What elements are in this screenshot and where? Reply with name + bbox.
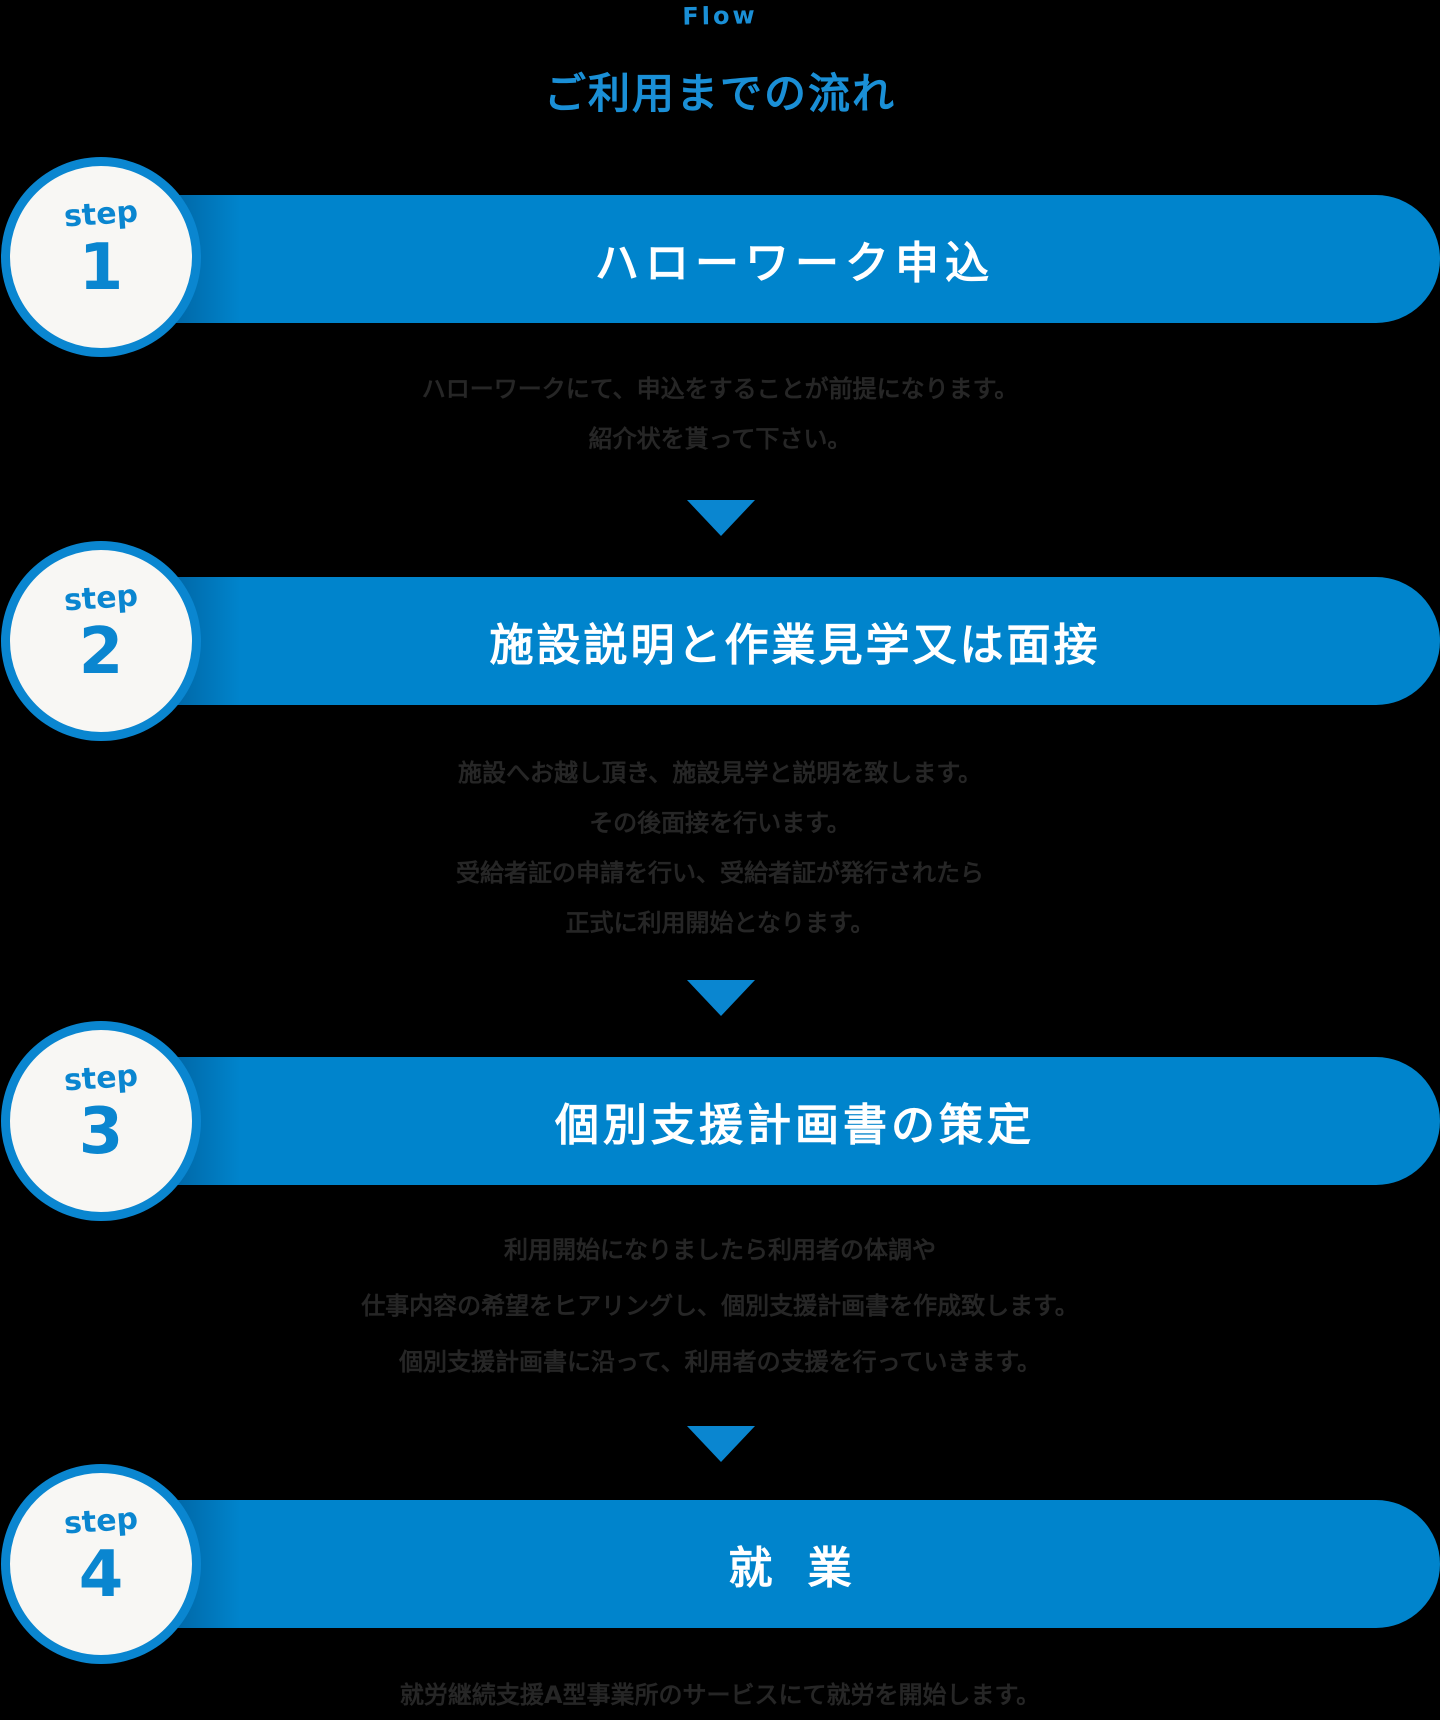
step-description: 利用開始になりましたら利用者の体調や 仕事内容の希望をヒアリングし、個別支援計画… [0,1222,1440,1390]
step-title-bar: ハローワーク申込 [150,195,1440,323]
step-description: 施設へお越し頂き、施設見学と説明を致します。 その後面接を行います。 受給者証の… [0,748,1440,948]
step-badge-label: step [62,194,140,235]
description-line: その後面接を行います。 [589,809,851,837]
description-line: 紹介状を貰って下さい。 [588,425,852,453]
step-badge: step 2 [2,542,200,740]
down-triangle-icon [687,500,755,536]
step-badge: step 3 [2,1022,200,1220]
step-badge: step 1 [2,158,200,356]
step-description: 就労継続支援A型事業所のサービスにて就労を開始します。 [0,1670,1440,1720]
down-triangle-icon [687,980,755,1016]
description-line: 正式に利用開始となります。 [565,909,875,937]
description-line: 受給者証の申請を行い、受給者証が発行されたら [456,859,984,887]
step-badge-label: step [62,1058,140,1099]
description-line: 仕事内容の希望をヒアリングし、個別支援計画書を作成致します。 [361,1292,1079,1320]
step-badge-label: step [62,1501,140,1542]
description-line: 個別支援計画書に沿って、利用者の支援を行っていきます。 [399,1348,1041,1376]
step-badge-number: 2 [78,615,124,689]
step-title-bar: 個別支援計画書の策定 [150,1057,1440,1185]
step-title: 個別支援計画書の策定 [555,1100,1035,1151]
step-title-bar: 就 業 [150,1500,1440,1628]
step-title: ハローワーク申込 [595,238,995,289]
description-line: 利用開始になりましたら利用者の体調や [504,1236,936,1264]
step-description: ハローワークにて、申込をすることが前提になります。 紹介状を貰って下さい。 [0,364,1440,464]
step-badge: step 4 [2,1465,200,1663]
description-line: ハローワークにて、申込をすることが前提になります。 [421,375,1019,403]
section-eyebrow: Flow [682,1,758,31]
step-title-bar: 施設説明と作業見学又は面接 [150,577,1440,705]
step-badge-number: 3 [78,1095,124,1169]
step-badge-number: 1 [78,231,124,305]
step-badge-number: 4 [78,1538,124,1612]
step-badge-label: step [62,578,140,619]
down-triangle-icon [687,1426,755,1462]
description-line: 施設へお越し頂き、施設見学と説明を致します。 [458,759,982,787]
step-title: 施設説明と作業見学又は面接 [489,620,1101,671]
step-title: 就 業 [728,1543,862,1594]
description-line: 就労継続支援A型事業所のサービスにて就労を開始します。 [399,1681,1041,1709]
section-title: ご利用までの流れ [543,69,896,118]
